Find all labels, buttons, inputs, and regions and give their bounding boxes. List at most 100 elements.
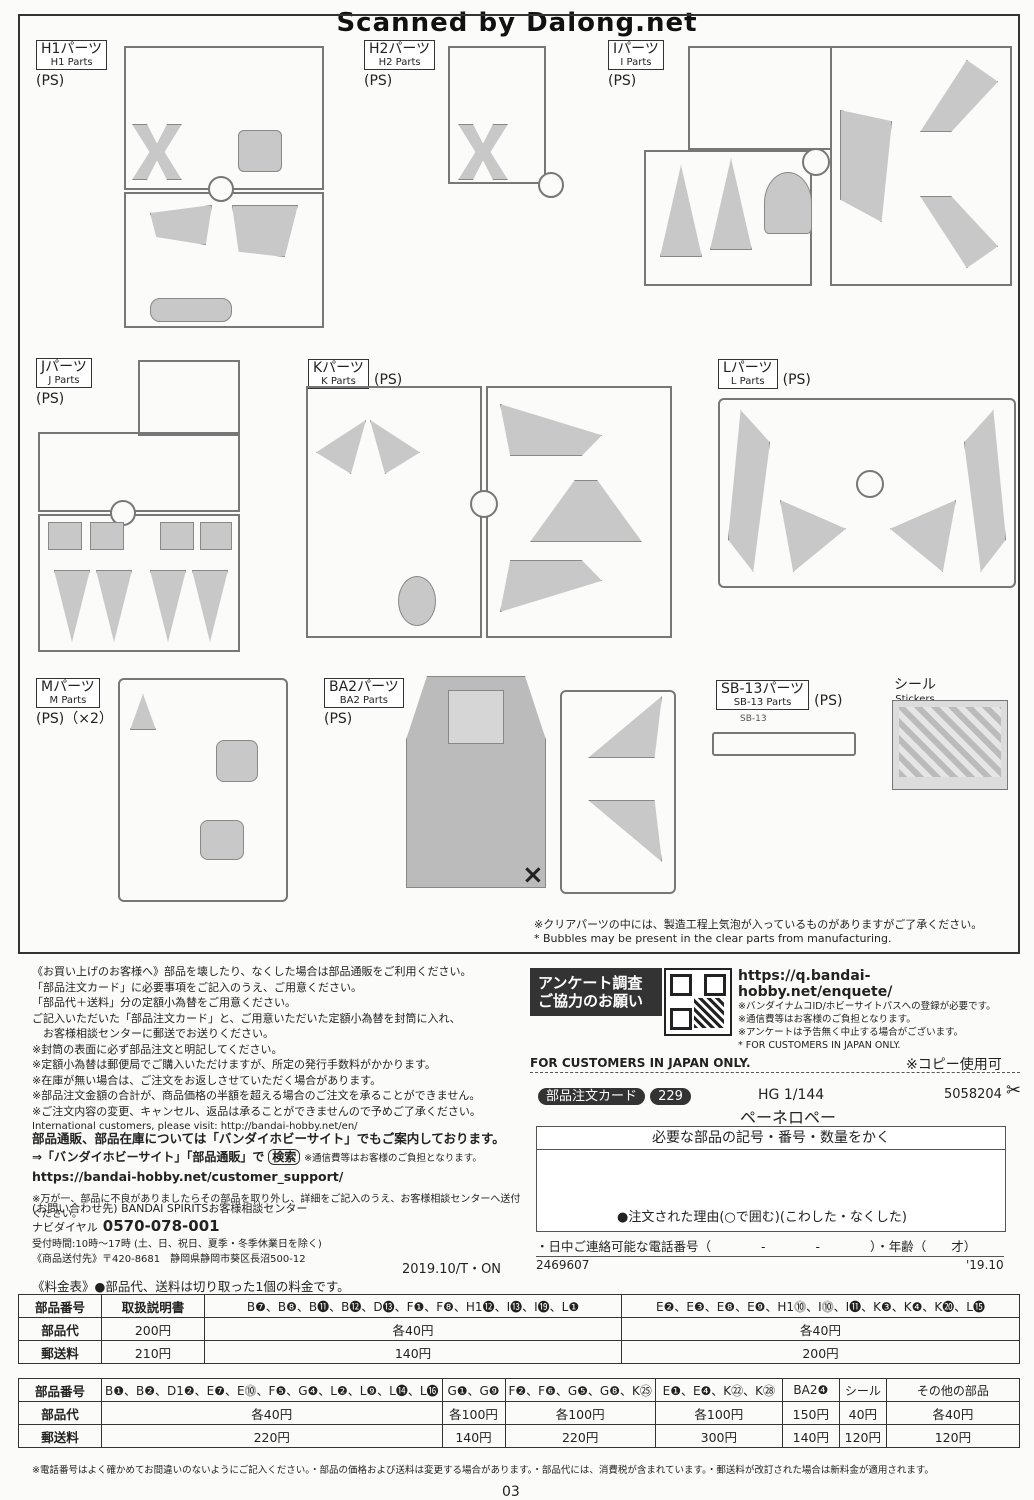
part-name: Mパーツ — [41, 679, 95, 695]
ba2-base-socket — [448, 690, 504, 744]
part-name: Jパーツ — [41, 359, 87, 375]
fee-group-parts: B❼、B❽、B⓫、B⓬、D⓭、F❶、F❽、H1⓬、I⓭、I⓳、L❶ — [204, 1294, 622, 1318]
h1-part-shape — [238, 130, 282, 172]
note-line: ご記入いただいた「部品注文カード」と、ご用意いただいた定額小為替を封筒に入れ、 — [32, 1011, 461, 1025]
order-card-version: '19.10 — [966, 1258, 1004, 1272]
copy-ok-label: ※コピー使用可 — [906, 1057, 1002, 1073]
survey-title-line: アンケート調査 — [538, 974, 643, 992]
part-material: (PS) — [782, 372, 811, 388]
survey-note: ※アンケートは予告無く中止する場合がございます。 — [738, 1027, 964, 1038]
part-material: (PS) — [36, 391, 65, 407]
note-line: ※定額小為替は郵便局でご購入いただけますが、所定の発行手数料がかかります。 — [32, 1058, 436, 1071]
fee-value: 140円 — [441, 1424, 506, 1448]
note-line: 「部品注文カード」に必要事項をご記入のうえ、ご用意ください。 — [32, 980, 362, 994]
do-not-use-cross-mark: × — [522, 860, 544, 890]
part-material: (PS) — [374, 372, 403, 388]
fee-group-parts: G❶、G❾ — [441, 1378, 506, 1402]
fee-group-parts: E❶、E❹、K㉒、K㉘ — [654, 1378, 783, 1402]
order-card-phone[interactable]: ・日中ご連絡可能な電話番号（ - - ）・年齢（ 才） — [536, 1239, 977, 1254]
fee-value: 140円 — [204, 1340, 622, 1364]
fee-group-parts: その他の部品 — [885, 1378, 1021, 1402]
h1-part-shape — [150, 298, 232, 322]
i-runner-gate — [802, 148, 830, 176]
fee-value: 120円 — [838, 1424, 887, 1448]
fee-value: 各100円 — [654, 1401, 783, 1425]
part-sub: L Parts — [730, 376, 765, 387]
international-link[interactable]: International customers, please visit: h… — [32, 1121, 358, 1132]
fee-value: 各100円 — [504, 1401, 656, 1425]
fee-header: 郵送料 — [18, 1424, 102, 1448]
fee-group-parts: シール — [838, 1378, 887, 1402]
fee-value: 150円 — [781, 1401, 840, 1425]
m-part-shape — [216, 740, 258, 782]
part-sub: H2 Parts — [378, 57, 421, 68]
fee-value: 各40円 — [621, 1317, 1020, 1341]
j-part-shape — [200, 522, 232, 550]
part-sub: BA2 Parts — [339, 695, 388, 706]
order-card-code: 5058204 — [944, 1087, 1002, 1102]
sb13-runner — [712, 732, 856, 756]
fee-value: 200円 — [101, 1317, 205, 1341]
l-runner-gate — [856, 470, 884, 498]
customer-support-url[interactable]: https://bandai-hobby.net/customer_suppor… — [32, 1169, 344, 1184]
japan-only-label: FOR CUSTOMERS IN JAPAN ONLY. — [530, 1056, 751, 1070]
stickers-name: シール — [894, 677, 936, 693]
fee-value: 200円 — [621, 1340, 1020, 1364]
fee-group-parts: F❷、F❻、G❺、G❽、K㉕ — [504, 1378, 656, 1402]
reception-hours: 受付時間:10時〜17時 (土、日、祝日、夏季・冬季休業日を除く) — [32, 1239, 322, 1250]
l-runner — [718, 398, 1016, 588]
order-card-form[interactable]: 必要な部品の記号・番号・数量をかく ●注文された理由(○で囲む)(こわした・なく… — [536, 1126, 1006, 1232]
fee-header: 部品番号 — [18, 1378, 102, 1402]
shipping-address: 《商品送付先》〒420-8681 静岡県静岡市葵区長沼500-12 — [32, 1254, 306, 1265]
sticker-sheet — [892, 700, 1008, 790]
order-card-id: 2469607 — [536, 1258, 590, 1272]
scissors-icon: ✂ — [1006, 1080, 1022, 1101]
order-card-number: 229 — [650, 1088, 691, 1105]
part-name: H1パーツ — [41, 41, 103, 57]
survey-url[interactable]: https://q.bandai-hobby.net/enquete/ — [738, 968, 893, 1000]
h2-runner-gate — [538, 172, 564, 198]
fee-manual-header: 取扱説明書 — [101, 1294, 205, 1318]
hobby-site-line: 部品通販、部品在庫については「バンダイホビーサイト」でもご案内しております。 — [32, 1131, 505, 1146]
customer-notes: 《お買い上げのお客様へ》部品を壊したり、なくした場合は部品通販をご利用ください。… — [32, 964, 522, 1135]
note-line: 《お買い上げのお客様へ》部品を壊したり、なくした場合は部品通販をご利用ください。 — [32, 965, 472, 978]
fee-value: 各40円 — [885, 1401, 1021, 1425]
fee-value: 300円 — [654, 1424, 783, 1448]
k-runner-left — [306, 386, 482, 638]
fee-group-parts: B❶、B❷、D1❷、E❼、E⓾、F❺、G❹、L❷、L❾、L⓮、L⓰ — [101, 1378, 443, 1402]
fee-table-heading: 《料金表》●部品代、送料は切り取った1個の料金です。 — [32, 1279, 350, 1294]
m-part-shape — [200, 820, 244, 860]
h1-runner-gate — [208, 176, 234, 202]
fee-value: 140円 — [781, 1424, 840, 1448]
h2-runner — [448, 46, 546, 184]
contact-info: (お問い合わせ先) BANDAI SPIRITSお客様相談センター ナビダイヤル… — [32, 1200, 512, 1265]
survey-note: ※バンダイナムコID/ホビーサイトパスへの登録が必要です。 — [738, 1001, 996, 1012]
search-button[interactable]: 検索 — [268, 1149, 301, 1165]
clear-parts-note-jp: ※クリアパーツの中には、製造工程上気泡が入っているものがありますがご了承ください… — [534, 918, 983, 931]
part-sub: I Parts — [620, 57, 652, 68]
hobby-site-search-text: ⇒「バンダイホビーサイト」「部品通販」で — [32, 1150, 265, 1164]
navi-dial-number: 0570-078-001 — [102, 1217, 220, 1235]
fee-value: 120円 — [885, 1424, 1021, 1448]
note-line: お客様相談センターに郵送でお送りください。 — [32, 1027, 274, 1040]
m-runner — [118, 678, 288, 902]
part-material: (PS) — [324, 711, 353, 727]
part-material: (PS) — [814, 693, 843, 709]
survey-title: アンケート調査 ご協力のお願い — [530, 968, 662, 1016]
k-runner-gate — [470, 490, 498, 518]
part-name: Lパーツ — [723, 360, 773, 376]
part-sub: J Parts — [48, 375, 80, 386]
fee-group-parts: E❷、E❸、E❽、E❾、H1⓾、I⓾、I⓫、K❸、K❹、K⓴、L⓯ — [621, 1294, 1020, 1318]
fee-value: 各40円 — [204, 1317, 622, 1341]
survey-qr-code[interactable] — [664, 968, 732, 1036]
fee-table-1: 部品番号 取扱説明書 B❼、B❽、B⓫、B⓬、D⓭、F❶、F❽、H1⓬、I⓭、I… — [18, 1294, 1020, 1364]
part-name: BA2パーツ — [329, 679, 399, 695]
